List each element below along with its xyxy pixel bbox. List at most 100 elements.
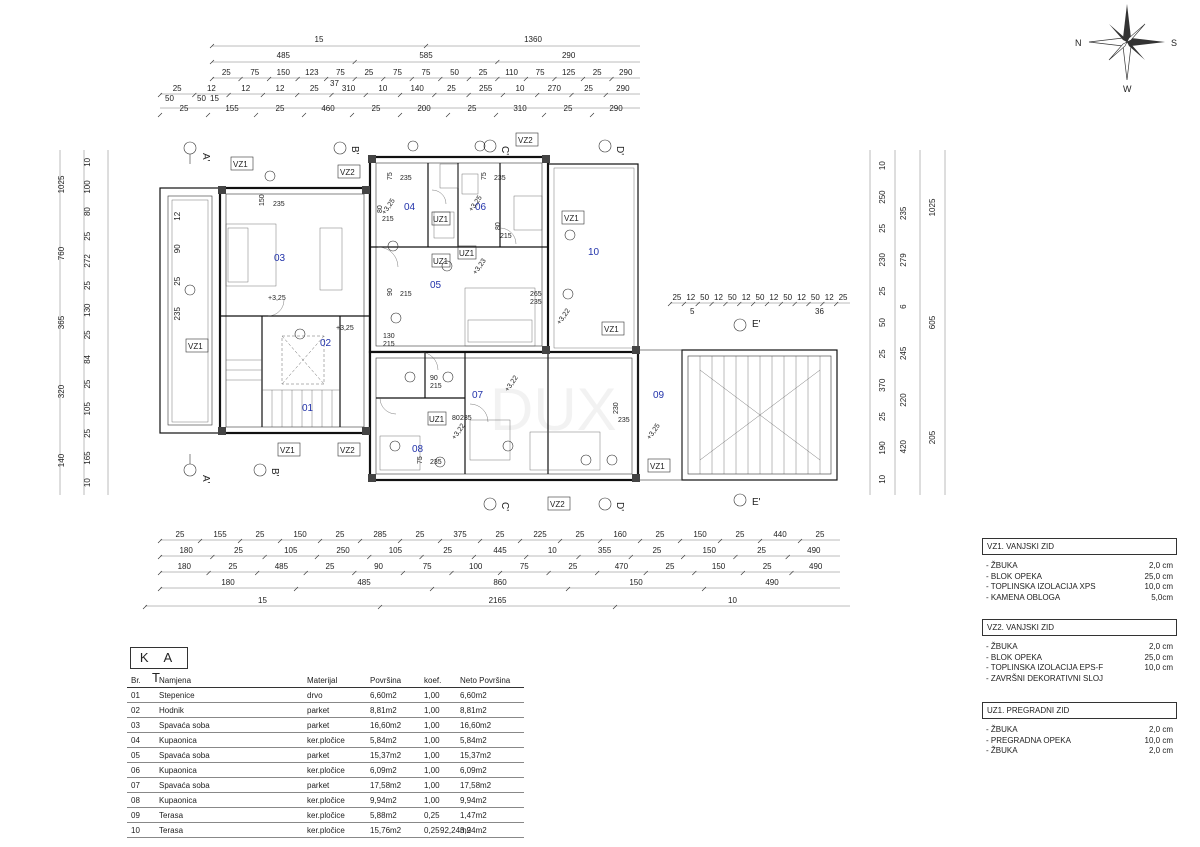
dimension-label: 25 bbox=[593, 68, 602, 77]
dimension-label: 25 bbox=[672, 293, 681, 302]
dimension-tick bbox=[210, 554, 215, 560]
dimension-label: 25 bbox=[276, 104, 285, 113]
legend-thickness: 2,0 cm bbox=[1148, 746, 1173, 755]
dimension-label: 100 bbox=[83, 180, 92, 194]
dimension-label: 25 bbox=[447, 84, 456, 93]
tag-uz1-d: UZ1 bbox=[429, 415, 445, 424]
table-cell: 07 bbox=[127, 777, 155, 793]
legend-title: UZ1. PREGRADNI ZID bbox=[982, 702, 1177, 719]
tag-vz2-d: VZ2 bbox=[550, 500, 565, 509]
dimension-label: 25 bbox=[839, 293, 848, 302]
dimension-tick bbox=[594, 570, 600, 576]
col-header: koef. bbox=[420, 673, 456, 688]
dimension-tick bbox=[778, 301, 783, 307]
dimension-label: 75 bbox=[422, 68, 431, 77]
dimension-label: 485 bbox=[357, 578, 371, 587]
section-b-top-label: B' bbox=[349, 146, 360, 155]
dimension-label: 180 bbox=[221, 578, 235, 587]
table-cell: 1,00 bbox=[420, 732, 456, 748]
table-cell: 17,58m2 bbox=[366, 777, 420, 793]
dim-terr2-1: 5 bbox=[690, 307, 695, 316]
table-cell: 01 bbox=[127, 687, 155, 703]
dimension-tick bbox=[820, 301, 825, 307]
dimension-tick bbox=[209, 76, 215, 82]
legend-thickness: 25,0 cm bbox=[1144, 571, 1173, 581]
dimension-label: 230 bbox=[878, 253, 887, 267]
dimension-label: 50 bbox=[700, 293, 709, 302]
dimension-label: 25 bbox=[83, 428, 92, 437]
dimension-label: 155 bbox=[225, 104, 239, 113]
dimension-tick bbox=[266, 76, 272, 82]
dimension-label: 75 bbox=[423, 562, 432, 571]
section-markers bbox=[183, 139, 747, 511]
furniture bbox=[225, 163, 601, 471]
dimension-tick bbox=[628, 554, 633, 560]
table-cell: 8,81m2 bbox=[366, 702, 420, 718]
dimension-label: 420 bbox=[899, 439, 908, 453]
opening-dimension: 235 bbox=[430, 459, 442, 466]
dimension-tick bbox=[471, 554, 477, 560]
opening-dimension: 75 bbox=[481, 172, 488, 180]
opening-dimension: 150 bbox=[259, 194, 266, 206]
dimension-label: 25 bbox=[496, 530, 505, 539]
dimension-label: 15 bbox=[258, 596, 267, 605]
tag-vz2-b: VZ2 bbox=[518, 136, 533, 145]
table-cell: 5,84m2 bbox=[456, 732, 524, 748]
dimension-tick bbox=[260, 92, 266, 98]
dimension-label: 25 bbox=[372, 104, 381, 113]
legend-thickness: 2,0 cm bbox=[1148, 642, 1173, 651]
dimension-label: 605 bbox=[928, 315, 937, 329]
dimension-label: 25 bbox=[656, 530, 665, 539]
dimension-label: 150 bbox=[629, 578, 643, 587]
dimension-tick bbox=[157, 112, 163, 118]
section-d-top-label: D' bbox=[614, 146, 625, 155]
dimension-tick bbox=[380, 76, 386, 82]
dimension-tick bbox=[226, 92, 231, 98]
dimension-label: 355 bbox=[598, 546, 612, 555]
dimension-label: 25 bbox=[176, 530, 185, 539]
table-cell: ker.pločice bbox=[303, 807, 366, 823]
dimension-tick bbox=[466, 76, 472, 82]
dimension-tick bbox=[432, 92, 437, 98]
opening-dimension: 215 bbox=[430, 383, 442, 390]
table-cell: 6,09m2 bbox=[456, 762, 524, 778]
table-cell: 04 bbox=[127, 732, 155, 748]
dimension-label: 25 bbox=[364, 68, 373, 77]
dimension-tick bbox=[303, 570, 308, 576]
dimension-label: 25 bbox=[310, 84, 319, 93]
dimension-label: 490 bbox=[809, 562, 823, 571]
tag-vz1-f: VZ1 bbox=[650, 462, 665, 471]
dimension-label: 860 bbox=[493, 578, 507, 587]
tag-vz1-b: VZ1 bbox=[564, 214, 579, 223]
table-cell: 9,94m2 bbox=[456, 792, 524, 808]
opening-dimension: 215 bbox=[500, 233, 512, 240]
table-cell: 8,81m2 bbox=[456, 702, 524, 718]
dimension-label: 12 bbox=[207, 84, 216, 93]
dimension-label: 150 bbox=[693, 530, 707, 539]
legend-material: - TOPLINSKA IZOLACIJA XPS bbox=[986, 582, 1096, 591]
compass-w-label: W bbox=[1123, 84, 1132, 94]
dimension-tick bbox=[209, 59, 215, 65]
opening-dimension: 90 bbox=[430, 375, 438, 382]
dimension-label: 290 bbox=[616, 84, 630, 93]
table-cell: 5,88m2 bbox=[366, 807, 420, 823]
dimension-tick bbox=[142, 604, 148, 610]
dimension-label: 125 bbox=[562, 68, 576, 77]
dimension-label: 1025 bbox=[928, 198, 937, 216]
dimension-label: 155 bbox=[213, 530, 227, 539]
structural-columns bbox=[218, 155, 640, 482]
